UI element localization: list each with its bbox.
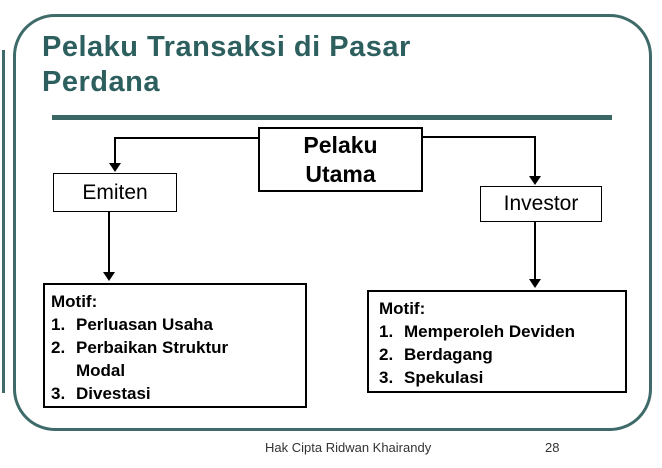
motif-item: 3. Spekulasi bbox=[379, 366, 623, 389]
emiten-label: Emiten bbox=[82, 180, 148, 204]
motif-item-text: Perbaikan Struktur Modal bbox=[76, 338, 229, 380]
pelaku-utama-box: Pelaku Utama bbox=[258, 127, 423, 192]
motif-header: Motif: bbox=[379, 299, 426, 318]
motif-item-number: 3. bbox=[379, 368, 394, 387]
motif-item-text: Memperoleh Deviden bbox=[404, 322, 575, 341]
motif-item-text: Perluasan Usaha bbox=[76, 315, 214, 334]
title-line-2: Perdana bbox=[42, 66, 160, 98]
motif-item: 2. Perbaikan Struktur Modal bbox=[51, 336, 303, 382]
motif-item-number: 2. bbox=[51, 338, 66, 357]
motif-item: 1. Perluasan Usaha bbox=[51, 313, 303, 336]
arrow-down-icon bbox=[529, 176, 541, 185]
title-line-1: Pelaku Transaksi di Pasar bbox=[42, 31, 411, 63]
arrow-down-icon bbox=[529, 279, 541, 288]
arrow-down-icon bbox=[103, 272, 115, 281]
motif-item-text: Divestasi bbox=[76, 384, 151, 403]
motif-item-text: Spekulasi bbox=[404, 368, 484, 387]
connector-pelaku-to-emiten-horizontal bbox=[114, 137, 258, 139]
page-number: 28 bbox=[545, 440, 560, 455]
motif-item: 2. Berdagang bbox=[379, 343, 623, 366]
connector-pelaku-to-investor-vertical bbox=[534, 136, 536, 177]
connector-emiten-to-motif-vertical bbox=[108, 212, 110, 273]
investor-label: Investor bbox=[503, 192, 579, 215]
emiten-motif-box: Motif: 1. Perluasan Usaha 2. Perbaikan S… bbox=[43, 283, 307, 408]
title-underline bbox=[52, 115, 612, 120]
motif-item-text: Berdagang bbox=[404, 345, 493, 364]
motif-item: 3. Divestasi bbox=[51, 382, 303, 405]
motif-item-number: 1. bbox=[51, 315, 66, 334]
slide-border-frame bbox=[13, 14, 652, 431]
investor-motif-box: Motif: 1. Memperoleh Deviden 2. Berdagan… bbox=[367, 290, 627, 393]
pelaku-utama-line-1: Pelaku bbox=[303, 131, 378, 158]
slide-title: Pelaku Transaksi di Pasar Perdana bbox=[42, 30, 411, 100]
motif-item-number: 2. bbox=[379, 345, 394, 364]
investor-box: Investor bbox=[480, 186, 602, 222]
footer-copyright: Hak Cipta Ridwan Khairandy bbox=[265, 440, 432, 455]
connector-pelaku-to-emiten-vertical bbox=[114, 137, 116, 164]
motif-header: Motif: bbox=[51, 292, 98, 311]
connector-investor-to-motif-vertical bbox=[534, 222, 536, 280]
motif-item: 1. Memperoleh Deviden bbox=[379, 320, 623, 343]
motif-item-number: 1. bbox=[379, 322, 394, 341]
pelaku-utama-line-2: Utama bbox=[305, 160, 376, 187]
arrow-down-icon bbox=[109, 163, 121, 172]
emiten-box: Emiten bbox=[53, 173, 177, 212]
connector-pelaku-to-investor-horizontal bbox=[423, 136, 536, 138]
motif-item-number: 3. bbox=[51, 384, 66, 403]
left-accent-line bbox=[2, 50, 5, 393]
